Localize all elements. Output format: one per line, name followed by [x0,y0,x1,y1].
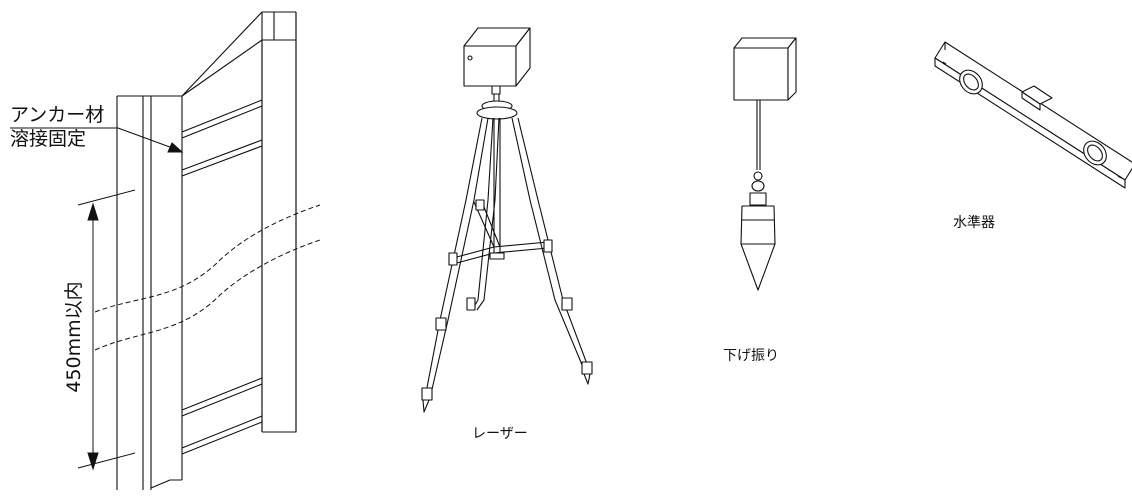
spirit-level-illustration [935,42,1132,188]
anchor-callout-line1: アンカー材 [10,104,105,126]
anchor-leader [10,128,182,152]
steel-column-illustration [117,12,296,490]
anchor-callout-label: アンカー材 溶接固定 [10,103,104,151]
dimension-line [78,190,135,469]
spirit-level-label: 水準器 [953,215,995,231]
dimension-label: 450mm以内 [63,281,85,392]
plumb-bob-illustration [734,38,796,290]
laser-label: レーザー [472,426,528,442]
plumb-bob-label: 下げ振り [723,348,779,364]
laser-illustration [422,28,592,412]
break-lines [95,205,320,350]
anchor-callout-line2: 溶接固定 [10,128,87,150]
